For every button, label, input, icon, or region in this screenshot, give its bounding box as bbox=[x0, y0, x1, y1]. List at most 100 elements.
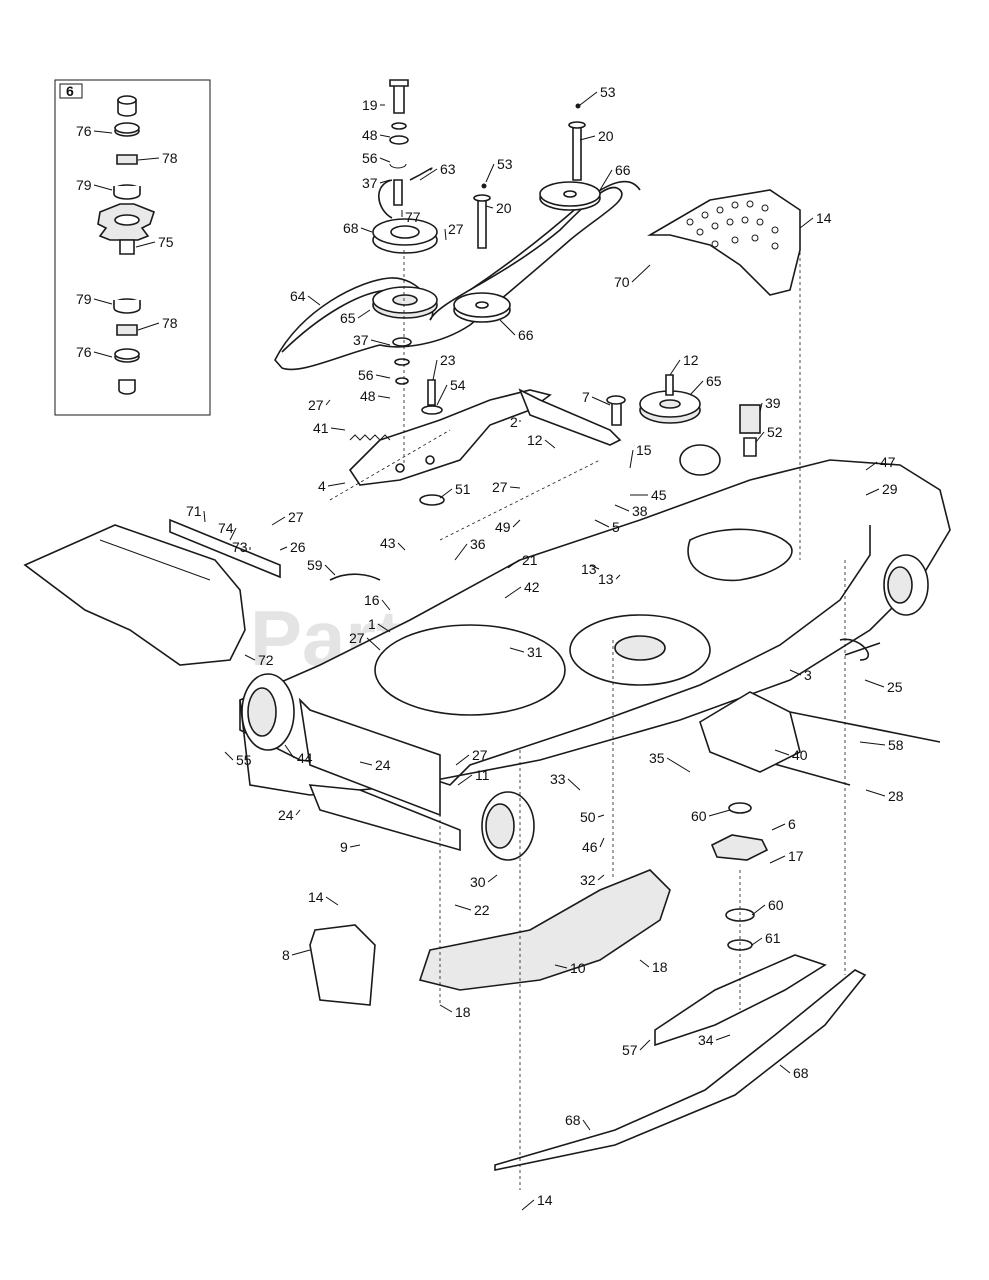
callout-75: 75 bbox=[135, 234, 174, 250]
callout-35: 35 bbox=[649, 750, 691, 773]
callout-leader-line bbox=[499, 319, 516, 336]
callout-58: 58 bbox=[859, 737, 904, 753]
callout-20: 20 bbox=[579, 128, 614, 144]
callout-64: 64 bbox=[290, 288, 321, 306]
callout-label: 18 bbox=[652, 959, 668, 975]
callout-label: 11 bbox=[475, 767, 490, 783]
callout-label: 14 bbox=[308, 889, 324, 905]
callout-label: 46 bbox=[582, 839, 598, 855]
callout-leader-line bbox=[366, 637, 381, 651]
callout-label: 15 bbox=[636, 442, 652, 458]
callout-leader-line bbox=[325, 896, 339, 906]
callout-label: 21 bbox=[522, 552, 538, 568]
callout-30: 30 bbox=[470, 874, 498, 890]
callout-29: 29 bbox=[865, 481, 898, 497]
callout-label: 75 bbox=[158, 234, 174, 250]
callout-label: 32 bbox=[580, 872, 596, 888]
callout-leader-line bbox=[554, 964, 568, 969]
callout-leader-line bbox=[135, 241, 156, 248]
callout-leader-line bbox=[507, 559, 520, 569]
callout-leader-line bbox=[379, 134, 391, 138]
callout-34: 34 bbox=[698, 1032, 731, 1048]
callout-14: 14 bbox=[308, 889, 339, 906]
callout-74: 74 bbox=[218, 520, 237, 541]
callout-leader-line bbox=[512, 519, 521, 528]
callout-label: 14 bbox=[816, 210, 832, 226]
callout-leader-line bbox=[639, 959, 650, 968]
callout-label: 33 bbox=[550, 771, 566, 787]
callout-label: 24 bbox=[278, 807, 294, 823]
callout-77: 77 bbox=[401, 209, 421, 225]
callout-leader-line bbox=[224, 751, 234, 761]
callout-leader-line bbox=[799, 217, 814, 229]
callout-50: 50 bbox=[580, 809, 605, 825]
callout-label: 52 bbox=[767, 424, 783, 440]
callout-leader-line bbox=[859, 741, 886, 746]
callout-leader-line bbox=[203, 510, 206, 523]
blade-68 bbox=[494, 969, 867, 1171]
callout-21: 21 bbox=[507, 552, 538, 569]
callout-44: 44 bbox=[284, 744, 313, 766]
callout-label: 44 bbox=[297, 750, 313, 766]
callout-27: 27 bbox=[455, 747, 488, 766]
callout-label: 57 bbox=[622, 1042, 638, 1058]
callout-63: 63 bbox=[419, 161, 456, 181]
callout-leader-line bbox=[715, 1034, 731, 1041]
callout-53: 53 bbox=[579, 84, 616, 106]
callout-label: 66 bbox=[518, 327, 534, 343]
callout-label: 3 bbox=[804, 667, 812, 683]
callout-73: 73 bbox=[232, 539, 251, 555]
callout-label: 39 bbox=[765, 395, 781, 411]
callout-78: 78 bbox=[137, 315, 178, 331]
callout-leader-line bbox=[589, 564, 600, 570]
callout-leader-line bbox=[708, 809, 731, 817]
callout-18: 18 bbox=[639, 959, 668, 975]
callout-label: 73 bbox=[232, 539, 248, 555]
skirt-9 bbox=[308, 784, 461, 852]
callout-leader-line bbox=[379, 157, 391, 163]
callout-leader-line bbox=[454, 543, 468, 561]
callout-leader-line bbox=[357, 309, 371, 319]
callout-27: 27 bbox=[308, 397, 331, 413]
callout-label: 51 bbox=[455, 481, 471, 497]
callout-label: 37 bbox=[353, 332, 369, 348]
callout-39: 39 bbox=[759, 395, 781, 413]
callout-leader-line bbox=[599, 169, 613, 191]
callout-9: 9 bbox=[340, 839, 361, 855]
callout-57: 57 bbox=[622, 1039, 651, 1058]
callout-28: 28 bbox=[865, 788, 904, 804]
callout-label: 79 bbox=[76, 177, 92, 193]
callout-48: 48 bbox=[362, 127, 391, 143]
belt-drive-assembly bbox=[274, 79, 641, 385]
callout-label: 27 bbox=[288, 509, 304, 525]
callout-label: 28 bbox=[888, 788, 904, 804]
callout-leader-line bbox=[359, 761, 373, 766]
callout-label: 58 bbox=[888, 737, 904, 753]
callout-36: 36 bbox=[454, 536, 486, 561]
callout-leader-line bbox=[865, 461, 878, 471]
cover-plate-8 bbox=[309, 924, 376, 1006]
callout-label: 65 bbox=[706, 373, 722, 389]
callout-leader-line bbox=[324, 564, 336, 576]
callout-label: 76 bbox=[76, 123, 92, 139]
callout-leader-line bbox=[284, 744, 295, 759]
callout-54: 54 bbox=[436, 377, 466, 406]
callout-leader-line bbox=[379, 179, 391, 184]
callout-76: 76 bbox=[76, 123, 113, 139]
callout-label: 13 bbox=[581, 561, 597, 577]
callout-label: 68 bbox=[343, 220, 359, 236]
callout-65: 65 bbox=[689, 373, 722, 396]
callout-label: 24 bbox=[375, 757, 391, 773]
callout-79: 79 bbox=[76, 291, 113, 307]
callout-leader-line bbox=[439, 488, 453, 499]
callout-40: 40 bbox=[774, 747, 808, 763]
callout-51: 51 bbox=[439, 481, 471, 499]
blade-57 bbox=[654, 954, 827, 1047]
callout-43: 43 bbox=[380, 535, 406, 551]
spindle-6 bbox=[710, 834, 769, 861]
callout-79: 79 bbox=[76, 177, 113, 193]
callout-leader-line bbox=[93, 351, 113, 358]
callout-13: 13 bbox=[581, 561, 600, 577]
callout-leader-line bbox=[455, 754, 470, 766]
